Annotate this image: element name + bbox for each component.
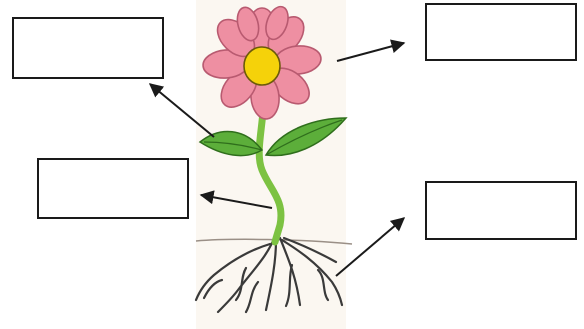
flower-center bbox=[244, 47, 280, 85]
label-box-flower[interactable] bbox=[425, 3, 577, 61]
arrow-to-roots-box bbox=[336, 218, 404, 276]
label-box-stem[interactable] bbox=[37, 158, 189, 219]
label-box-roots[interactable] bbox=[425, 181, 577, 240]
label-box-leaf[interactable] bbox=[12, 17, 164, 79]
arrow-to-flower-box bbox=[337, 43, 404, 61]
